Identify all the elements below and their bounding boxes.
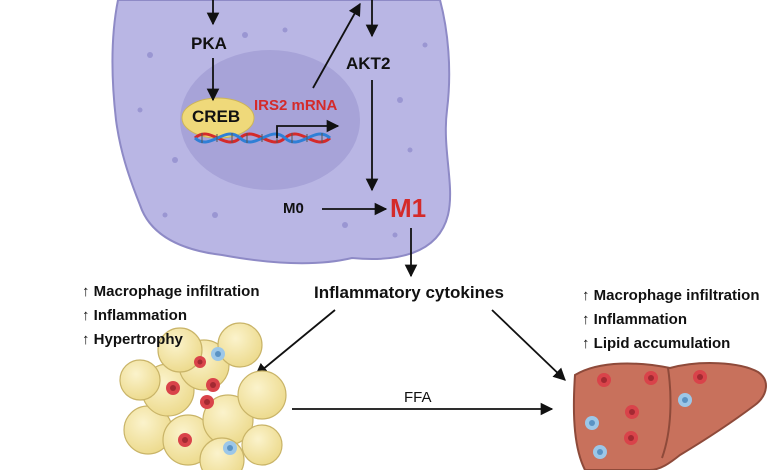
- arrow-to-liver: [491, 309, 566, 381]
- liver-effect-item: ↑ Inflammation: [582, 311, 688, 328]
- pka-label: PKA: [191, 34, 227, 53]
- adipose-effect-item: ↑ Hypertrophy: [82, 331, 183, 348]
- liver-effects-list: ↑ Macrophage infiltration ↑ Inflammation…: [582, 284, 760, 356]
- adipose-effect-item: ↑ Macrophage infiltration: [82, 283, 260, 300]
- arrow-irs2-upward: [312, 2, 361, 89]
- adipose-macrophages: [166, 347, 237, 455]
- cytokines-label: Inflammatory cytokines: [314, 283, 504, 302]
- m1-label: M1: [390, 193, 427, 223]
- ffa-label: FFA: [404, 389, 432, 406]
- adipose-effects-list: ↑ Macrophage infiltration ↑ Inflammation…: [82, 280, 260, 352]
- liver-effect-item: ↑ Lipid accumulation: [582, 335, 731, 352]
- liver-effect-item: ↑ Macrophage infiltration: [582, 287, 760, 304]
- m0-label: M0: [283, 200, 304, 217]
- arrow-to-adipose: [255, 309, 336, 376]
- irs2-mrna-label: IRS2 mRNA: [254, 97, 338, 114]
- adipose-effect-item: ↑ Inflammation: [82, 307, 188, 324]
- liver-lobe-line: [661, 367, 672, 459]
- akt2-label: AKT2: [346, 54, 391, 73]
- creb-label: CREB: [192, 107, 241, 126]
- liver-macrophages: [585, 370, 707, 459]
- transcription-arrow: [276, 119, 340, 138]
